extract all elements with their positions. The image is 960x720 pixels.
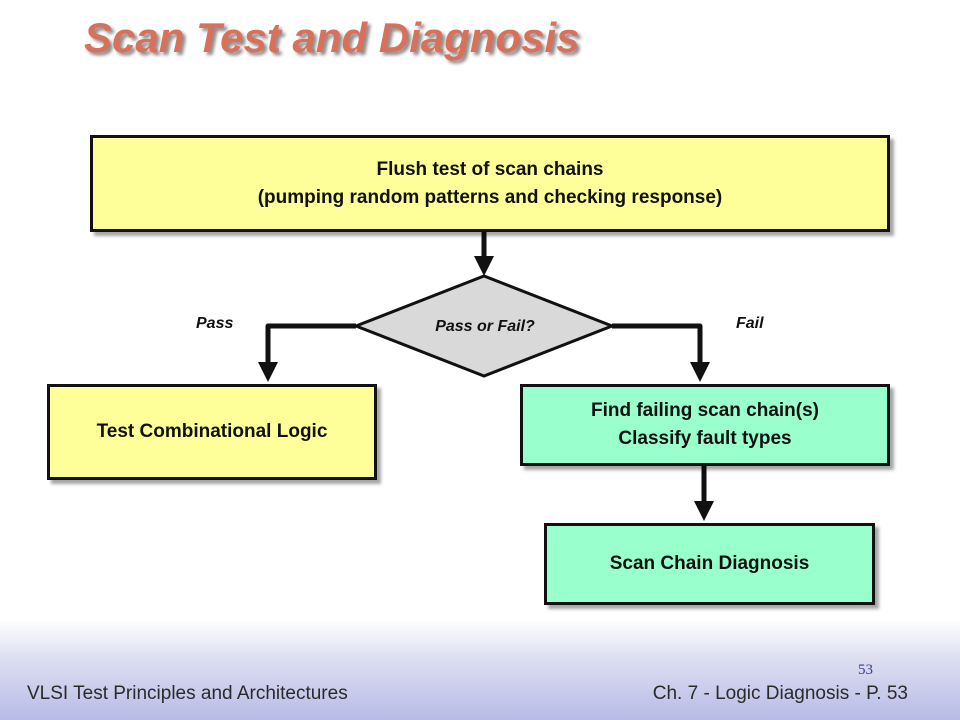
scan-chain-diagnosis-label: Scan Chain Diagnosis bbox=[609, 553, 810, 575]
flush-test-box: Flush test of scan chains (pumping rando… bbox=[90, 135, 890, 232]
scan-chain-diagnosis-box: Scan Chain Diagnosis bbox=[544, 523, 875, 605]
find-failing-line1: Find failing scan chain(s) bbox=[590, 400, 820, 422]
footer-course-title: VLSI Test Principles and Architectures bbox=[27, 683, 348, 704]
test-combinational-label: Test Combinational Logic bbox=[96, 421, 328, 443]
decision-label: Pass or Fail? bbox=[435, 318, 535, 335]
decision-diamond bbox=[351, 274, 617, 378]
find-failing-box: Find failing scan chain(s) Classify faul… bbox=[520, 384, 890, 466]
arrow-pass-branch bbox=[258, 323, 356, 382]
page-number: 53 bbox=[858, 662, 873, 678]
flush-test-line2: (pumping random patterns and checking re… bbox=[257, 186, 723, 208]
find-failing-line2: Classify fault types bbox=[618, 428, 792, 449]
fail-label: Fail bbox=[736, 315, 764, 332]
test-combinational-box: Test Combinational Logic bbox=[47, 384, 377, 480]
slide-title: Scan Test and Diagnosis bbox=[84, 14, 580, 61]
footer-band bbox=[0, 620, 960, 720]
pass-label: Pass bbox=[196, 315, 234, 332]
flush-test-line1: Flush test of scan chains bbox=[376, 158, 604, 180]
arrow-fail-branch bbox=[612, 323, 710, 382]
footer-chapter: Ch. 7 - Logic Diagnosis - P. 53 bbox=[652, 683, 908, 704]
